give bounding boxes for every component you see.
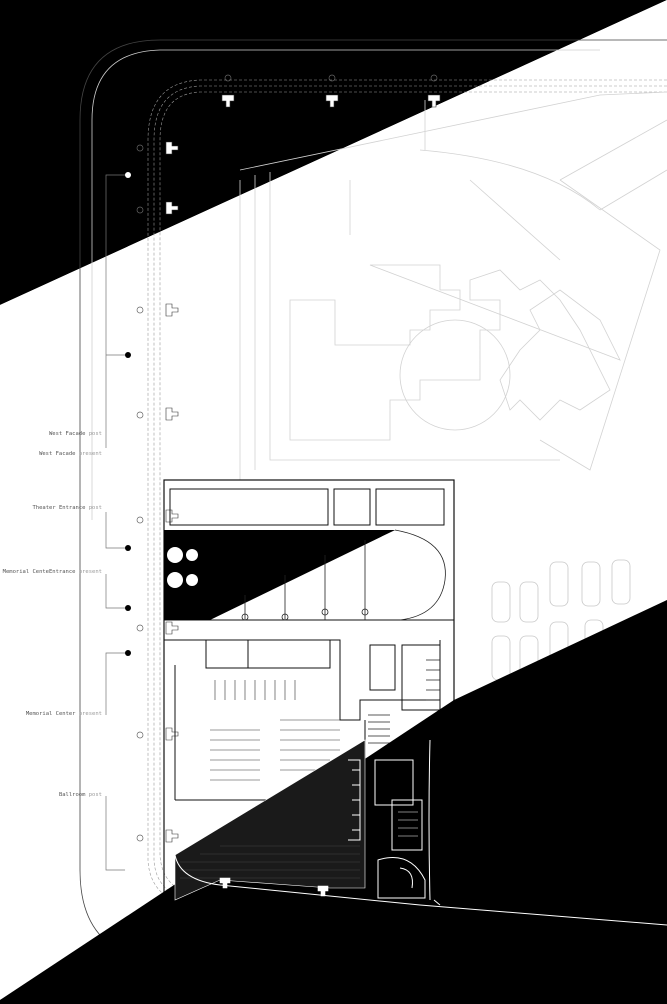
label-ballroom-post: Ballroom post: [58, 792, 102, 798]
label-memorial-entrance-present: Memorial CenteEntrance present: [2, 569, 102, 575]
callout-dots: [125, 172, 131, 873]
stage-features: [167, 547, 198, 588]
label-west-facade-present: West Facade present: [39, 451, 102, 457]
label-theater-entrance-post: Theater Entrance post: [32, 505, 102, 511]
site-outline-band: [91, 49, 600, 520]
leader-lines: [105, 174, 128, 871]
ballroom-floor: [174, 739, 431, 901]
ghost-plan: [239, 91, 667, 480]
theater-auditorium: [241, 529, 446, 621]
label-memorial-center-present: Memorial Center present: [25, 711, 102, 717]
south-wall: [174, 854, 667, 926]
label-west-facade-post: West Facade post: [49, 431, 102, 437]
